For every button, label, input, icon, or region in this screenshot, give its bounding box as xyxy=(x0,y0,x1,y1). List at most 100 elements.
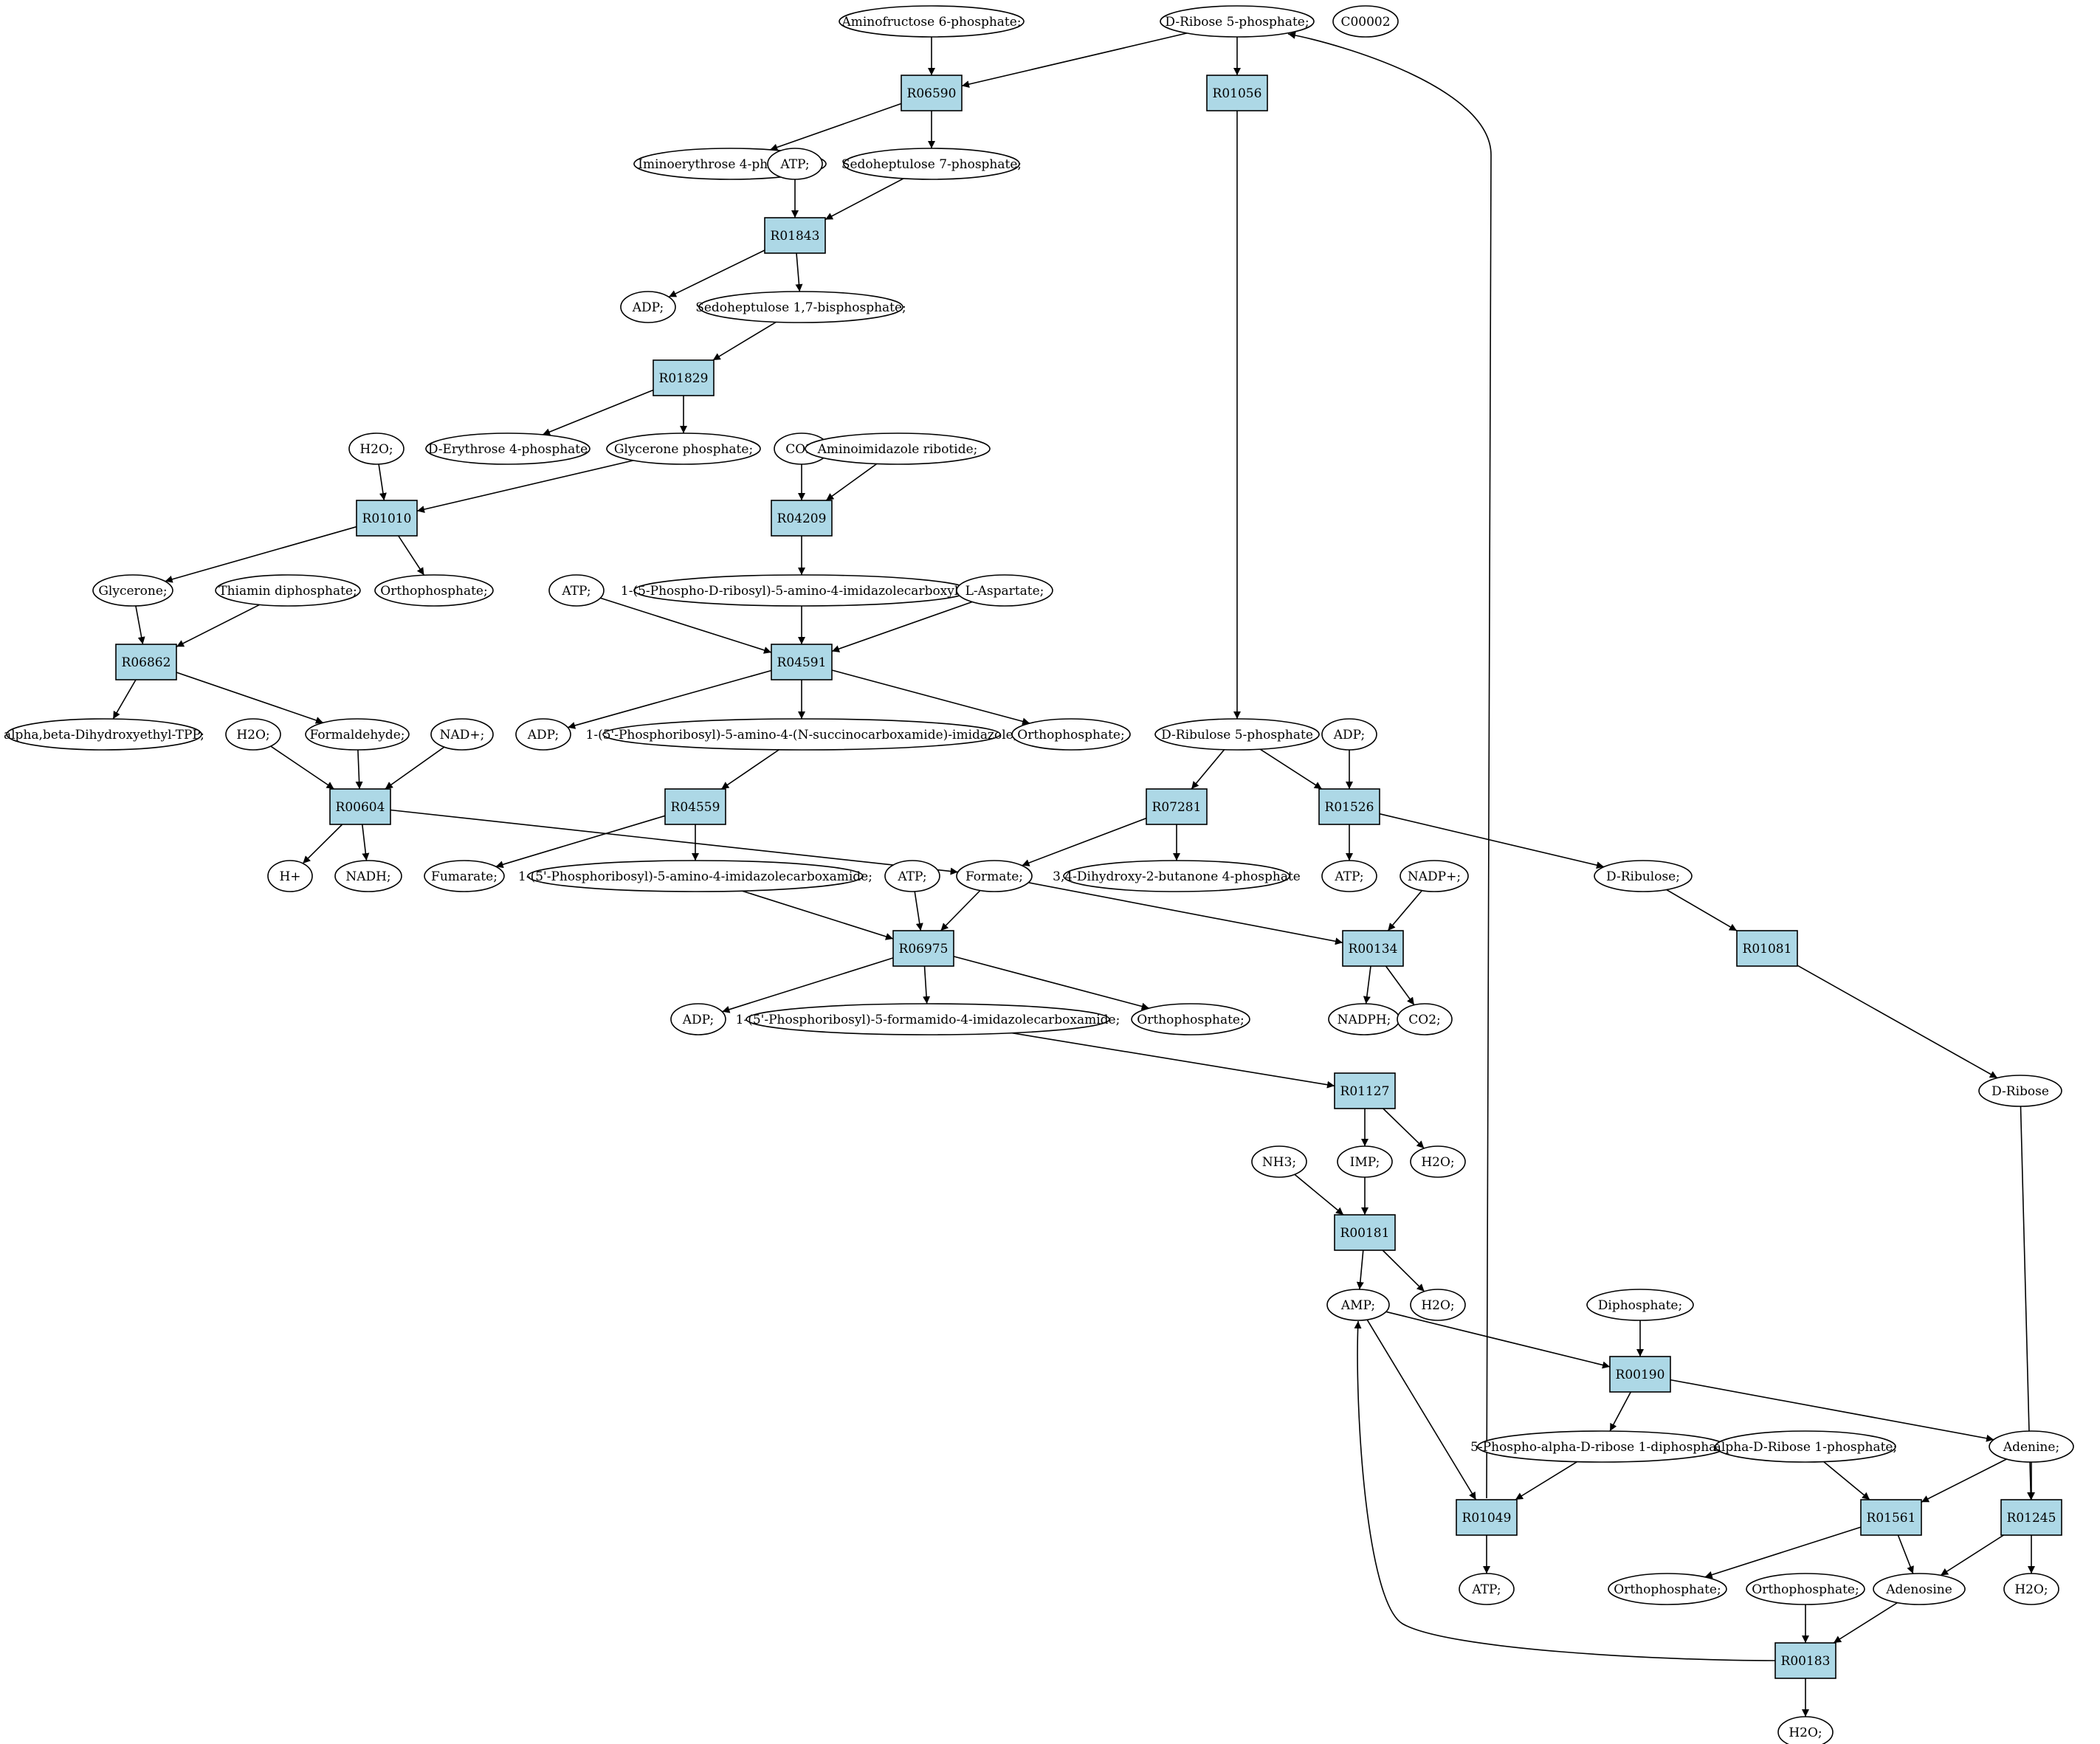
compound-node-c24[interactable]: ADP; xyxy=(515,718,571,751)
node-label: C00002 xyxy=(1340,15,1390,30)
compound-ellipse xyxy=(805,432,991,465)
compound-node-c33[interactable]: ATP; xyxy=(884,860,940,892)
compound-node-c6[interactable]: Sedoheptulose 7-phosphate; xyxy=(841,148,1022,180)
compound-node-c29[interactable]: H+ xyxy=(267,860,313,892)
compound-node-c59[interactable]: H2O; xyxy=(1777,1716,1834,1744)
reaction-node-r22[interactable]: R00183 xyxy=(1774,1642,1836,1679)
compound-ellipse xyxy=(1321,718,1377,751)
reaction-node-r17[interactable]: R00181 xyxy=(1334,1214,1396,1251)
compound-node-c28[interactable]: ADP; xyxy=(1321,718,1377,751)
compound-node-c32[interactable]: 1-(5'-Phosphoribosyl)-5-amino-4-imidazol… xyxy=(518,860,872,892)
compound-node-c11[interactable]: Glycerone phosphate; xyxy=(606,432,761,465)
compound-node-c9[interactable]: H2O; xyxy=(348,432,404,465)
reaction-node-r16[interactable]: R01127 xyxy=(1334,1072,1396,1109)
compound-node-c34[interactable]: Formate; xyxy=(956,860,1033,892)
compound-node-c21[interactable]: H2O; xyxy=(225,718,281,751)
compound-node-c47[interactable]: H2O; xyxy=(1410,1145,1466,1178)
compound-node-c49[interactable]: H2O; xyxy=(1410,1289,1466,1321)
reaction-node-r9[interactable]: R00604 xyxy=(329,788,391,825)
reaction-node-r21[interactable]: R01245 xyxy=(2000,1499,2062,1536)
reaction-node-r1[interactable]: R06590 xyxy=(901,75,963,111)
compound-node-c19[interactable]: L-Aspartate; xyxy=(956,574,1053,607)
compound-node-c1[interactable]: Aminofructose 6-phosphate; xyxy=(839,5,1025,38)
compound-node-c38[interactable]: D-Ribulose; xyxy=(1594,860,1693,892)
reaction-node-r7[interactable]: R06862 xyxy=(115,644,177,680)
compound-node-c8[interactable]: Sedoheptulose 1,7-bisphosphate; xyxy=(695,291,906,323)
compound-ellipse xyxy=(1321,860,1377,892)
reaction-node-r2[interactable]: R01056 xyxy=(1206,75,1268,111)
compound-node-c25[interactable]: 1-(5'-Phosphoribosyl)-5-amino-4-(N-succi… xyxy=(586,718,1018,751)
compound-node-c57[interactable]: Adenosine xyxy=(1873,1573,1966,1605)
reaction-node-r14[interactable]: R00134 xyxy=(1342,930,1404,967)
compound-node-c55[interactable]: Orthophosphate; xyxy=(1608,1573,1727,1605)
compound-node-c39[interactable]: ADP; xyxy=(670,1003,726,1035)
compound-node-c45[interactable]: NH3; xyxy=(1251,1145,1307,1178)
reaction-node-r19[interactable]: R01049 xyxy=(1456,1499,1518,1536)
compound-node-c22[interactable]: Formaldehyde; xyxy=(305,718,410,751)
compound-node-c58[interactable]: H2O; xyxy=(2003,1573,2059,1605)
compound-node-c13[interactable]: Aminoimidazole ribotide; xyxy=(805,432,991,465)
compound-node-c46[interactable]: IMP; xyxy=(1337,1145,1393,1178)
compound-node-c18[interactable]: 1-(5-Phospho-D-ribosyl)-5-amino-4-imidaz… xyxy=(621,574,982,607)
reaction-node-r11[interactable]: R07281 xyxy=(1146,788,1208,825)
compound-node-c50[interactable]: Diphosphate; xyxy=(1586,1289,1694,1321)
compound-node-c37[interactable]: NADP+; xyxy=(1400,860,1469,892)
compound-node-c27[interactable]: D-Ribulose 5-phosphate xyxy=(1154,718,1320,751)
reaction-node-r20[interactable]: R01561 xyxy=(1860,1499,1922,1536)
compound-node-c40[interactable]: 1-(5'-Phosphoribosyl)-5-formamido-4-imid… xyxy=(736,1003,1120,1035)
compound-node-c26[interactable]: Orthophosphate; xyxy=(1011,718,1131,751)
compound-ellipse xyxy=(267,860,313,892)
compound-node-c44[interactable]: D-Ribose xyxy=(1978,1075,2062,1107)
compound-node-c48[interactable]: AMP; xyxy=(1326,1289,1390,1321)
node-label: R01843 xyxy=(771,229,820,244)
compound-node-c41[interactable]: Orthophosphate; xyxy=(1131,1003,1250,1035)
reaction-node-r13[interactable]: R06975 xyxy=(892,930,954,967)
compound-node-c35[interactable]: 3,4-Dihydroxy-2-butanone 4-phosphate xyxy=(1053,860,1301,892)
compound-ellipse xyxy=(767,148,823,180)
compound-node-c54[interactable]: ATP; xyxy=(1459,1573,1515,1605)
compound-node-c31[interactable]: Fumarate; xyxy=(424,860,505,892)
node-label: L-Aspartate; xyxy=(965,584,1044,599)
edge-r22-c48 xyxy=(1354,1320,1776,1661)
reaction-node-r4[interactable]: R01829 xyxy=(653,359,715,396)
compound-node-c56[interactable]: Orthophosphate; xyxy=(1746,1573,1865,1605)
compound-ellipse xyxy=(1154,718,1320,751)
compound-node-c7[interactable]: ADP; xyxy=(620,291,676,323)
reaction-node-r3[interactable]: R01843 xyxy=(764,217,826,254)
compound-node-c43[interactable]: CO2; xyxy=(1397,1003,1453,1035)
compound-node-c5[interactable]: ATP; xyxy=(767,148,823,180)
compound-node-c2[interactable]: D-Ribose 5-phosphate; xyxy=(1160,5,1315,38)
reaction-node-r6[interactable]: R04209 xyxy=(771,500,833,537)
compound-node-c23[interactable]: NAD+; xyxy=(430,718,494,751)
edge-r21-c57 xyxy=(1940,1534,2004,1576)
compound-node-c53[interactable]: Adenine; xyxy=(1989,1430,2074,1463)
edge-c40-r16 xyxy=(1011,1032,1335,1089)
node-label: Sedoheptulose 7-phosphate; xyxy=(841,157,1022,172)
compound-node-c3[interactable]: C00002 xyxy=(1332,5,1399,38)
compound-node-c17[interactable]: ATP; xyxy=(548,574,605,607)
reaction-node-r12[interactable]: R01526 xyxy=(1318,788,1380,825)
edge-r18-c51 xyxy=(1609,1391,1632,1432)
compound-node-c52[interactable]: alpha-D-Ribose 1-phosphate; xyxy=(1714,1430,1897,1463)
compound-node-c30[interactable]: NADH; xyxy=(334,860,402,892)
compound-node-c36[interactable]: ATP; xyxy=(1321,860,1377,892)
node-label: D-Ribose 5-phosphate; xyxy=(1165,15,1309,30)
reaction-node-r15[interactable]: R01081 xyxy=(1736,930,1798,967)
compound-node-c42[interactable]: NADPH; xyxy=(1328,1003,1400,1035)
reaction-node-r10[interactable]: R04559 xyxy=(664,788,726,825)
reaction-node-r18[interactable]: R00190 xyxy=(1609,1356,1671,1393)
compound-node-c15[interactable]: Thiamin diphosphate; xyxy=(215,574,361,607)
compound-node-c20[interactable]: alpha,beta-Dihydroxyethyl-TPP; xyxy=(4,718,204,751)
compound-node-c14[interactable]: Glycerone; xyxy=(92,574,173,607)
node-label: H2O; xyxy=(2014,1582,2048,1597)
compound-node-c10[interactable]: D-Erythrose 4-phosphate xyxy=(425,432,591,465)
compound-node-c16[interactable]: Orthophosphate; xyxy=(374,574,494,607)
compound-ellipse xyxy=(746,1003,1110,1035)
reaction-node-r5[interactable]: R01010 xyxy=(356,500,418,537)
edge-r18-c53 xyxy=(1670,1379,1994,1442)
compound-ellipse xyxy=(515,718,571,751)
node-label: ADP; xyxy=(632,300,664,315)
compound-node-c51[interactable]: 5-Phospho-alpha-D-ribose 1-diphosphate; xyxy=(1470,1430,1733,1463)
reaction-node-r8[interactable]: R04591 xyxy=(771,644,833,680)
